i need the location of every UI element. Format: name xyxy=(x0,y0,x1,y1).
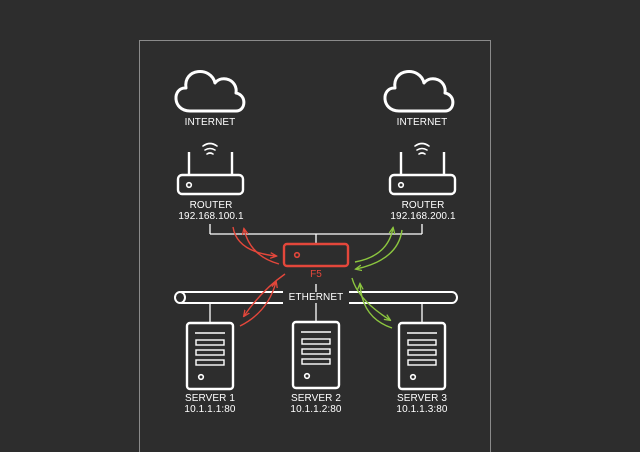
router-ip-left: 192.168.100.1 xyxy=(178,211,244,222)
server-2-name: SERVER 2 xyxy=(290,393,342,404)
load-balancer-icon xyxy=(282,242,350,268)
router-label-left: ROUTER xyxy=(189,200,233,211)
arrow-icon-red-2 xyxy=(244,229,280,265)
server-icon-2 xyxy=(291,320,341,390)
arrow-icon-green-1 xyxy=(354,228,393,263)
internet-label-left: INTERNET xyxy=(184,117,236,128)
arrow-icon-green-2 xyxy=(356,229,403,269)
router-ip-right: 192.168.200.1 xyxy=(390,211,456,222)
cloud-icon-right xyxy=(383,70,455,113)
f5-label: F5 xyxy=(310,269,322,280)
server-3-name: SERVER 3 xyxy=(396,393,448,404)
router-label-right: ROUTER xyxy=(401,200,445,211)
ethernet-label: ETHERNET xyxy=(288,292,344,303)
server-2-ip: 10.1.1.2:80 xyxy=(290,404,342,415)
server-icon-1 xyxy=(185,321,235,391)
router-icon-left xyxy=(176,152,245,196)
server-icon-3 xyxy=(397,321,447,391)
arrow-icon-red-1 xyxy=(232,226,276,256)
internet-label-right: INTERNET xyxy=(396,117,448,128)
arrow-icon-red-3 xyxy=(244,273,286,316)
router-icon-right xyxy=(388,152,457,196)
arrow-icon-red-group xyxy=(232,226,286,327)
arrow-icon-red-4 xyxy=(239,282,276,327)
diagram-frame xyxy=(139,40,491,452)
server-1-name: SERVER 1 xyxy=(184,393,236,404)
arrow-icon-green-4 xyxy=(360,284,393,329)
ethernet-bus-icon xyxy=(174,291,458,304)
server-3-ip: 10.1.1.3:80 xyxy=(396,404,448,415)
wifi-icon-left xyxy=(202,142,218,155)
server-1-ip: 10.1.1.1:80 xyxy=(184,404,236,415)
arrow-icon-green-3 xyxy=(351,277,390,320)
wifi-icon-right xyxy=(414,142,430,155)
cloud-icon-left xyxy=(174,70,246,113)
arrow-icon-green-group xyxy=(351,228,403,329)
